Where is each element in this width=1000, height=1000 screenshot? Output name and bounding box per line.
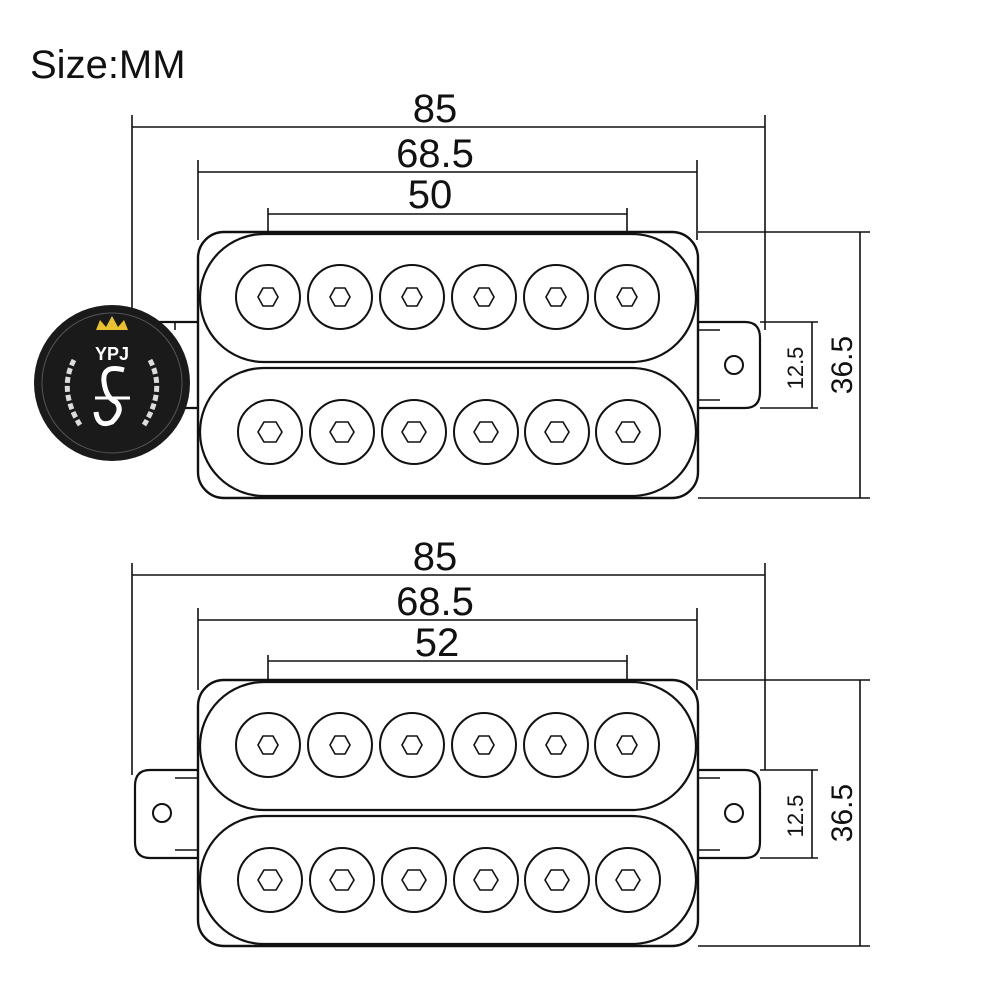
hex-socket-icon [616, 287, 638, 307]
hex-socket-icon [473, 421, 499, 443]
overall-width-label: 85 [413, 535, 458, 579]
laurel-wreath-icon [64, 358, 160, 427]
hex-socket-icon [473, 287, 495, 307]
hex-socket-icon [329, 735, 351, 755]
hex-socket-icon [616, 735, 638, 755]
total-height-label: 36.5 [826, 336, 859, 394]
hex-socket-icon [544, 869, 570, 891]
total-height-label: 36.5 [826, 784, 859, 842]
upper-pole-row [235, 264, 660, 330]
lower-coil-bobbin [198, 366, 698, 498]
left-mounting-hole [152, 803, 172, 823]
hex-socket-icon [615, 869, 641, 891]
hex-socket-icon [544, 421, 570, 443]
hex-socket-icon [545, 287, 567, 307]
right-mounting-hole [724, 355, 744, 375]
overall-width-label: 85 [413, 87, 458, 131]
hex-socket-icon [329, 287, 351, 307]
hex-socket-icon [545, 735, 567, 755]
pole-spacing-label: 52 [415, 621, 460, 665]
hex-socket-icon [473, 735, 495, 755]
hex-socket-icon [401, 421, 427, 443]
hex-socket-icon [257, 421, 283, 443]
hex-socket-icon [329, 869, 355, 891]
lower-coil-bobbin [198, 814, 698, 946]
cover-width-label: 68.5 [396, 580, 474, 624]
hex-socket-icon [473, 869, 499, 891]
upper-coil-bobbin [198, 680, 698, 812]
coil-height-label: 12.5 [783, 795, 808, 838]
crown-icon [96, 316, 128, 330]
logo-text: YPJ [95, 344, 129, 364]
upper-pole-row [235, 712, 660, 778]
hex-socket-icon [615, 421, 641, 443]
lower-pole-row [237, 847, 661, 913]
hex-socket-icon [401, 287, 423, 307]
size-unit-title: Size:MM [30, 43, 186, 87]
hex-socket-icon [329, 421, 355, 443]
pickup-bottom: 85 68.5 52 [131, 535, 870, 948]
hex-socket-icon [257, 735, 279, 755]
logo-badge-circle [34, 305, 190, 461]
coil-height-label: 12.5 [783, 347, 808, 390]
ypj-logo: YPJ [34, 305, 190, 461]
pole-spacing-label: 50 [408, 173, 453, 217]
pickup-top: 85 68.5 50 [131, 87, 870, 500]
hex-socket-icon [257, 287, 279, 307]
upper-coil-bobbin [198, 232, 698, 364]
monogram-icon [93, 366, 125, 427]
hex-socket-icon [401, 735, 423, 755]
logo-badge-ring [41, 312, 183, 454]
cover-width-label: 68.5 [396, 132, 474, 176]
hex-socket-icon [257, 869, 283, 891]
hex-socket-icon [401, 869, 427, 891]
right-mounting-hole [724, 803, 744, 823]
lower-pole-row [237, 399, 661, 465]
